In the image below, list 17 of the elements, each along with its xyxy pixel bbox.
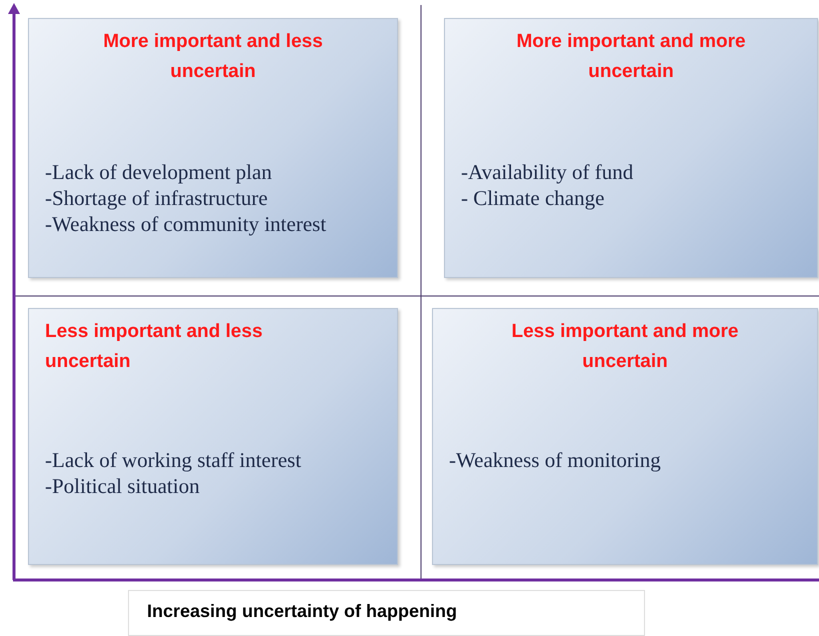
list-item: -Availability of fund bbox=[461, 159, 634, 185]
quadrant-heading: Less important and less uncertain bbox=[45, 320, 264, 374]
axis-label: Increasing uncertainty of happening bbox=[128, 590, 645, 636]
quadrant-box bbox=[444, 18, 818, 278]
quadrant-heading: Less important and more uncertain bbox=[510, 320, 740, 374]
quadrant-box bbox=[432, 308, 818, 565]
list-item: - Climate change bbox=[461, 185, 606, 211]
quadrant-box bbox=[28, 18, 398, 278]
quadrant-box bbox=[28, 308, 398, 565]
list-item: -Political situation bbox=[45, 473, 201, 499]
list-item: -Shortage of infrastructure bbox=[45, 185, 269, 211]
quadrant-heading: More important and more uncertain bbox=[515, 30, 747, 84]
list-item: -Weakness of community interest bbox=[45, 211, 328, 237]
quadrant-heading: More important and less uncertain bbox=[102, 30, 324, 84]
list-item: -Lack of working staff interest bbox=[45, 447, 302, 473]
list-item: -Weakness of monitoring bbox=[449, 447, 662, 473]
list-item: -Lack of development plan bbox=[45, 159, 273, 185]
